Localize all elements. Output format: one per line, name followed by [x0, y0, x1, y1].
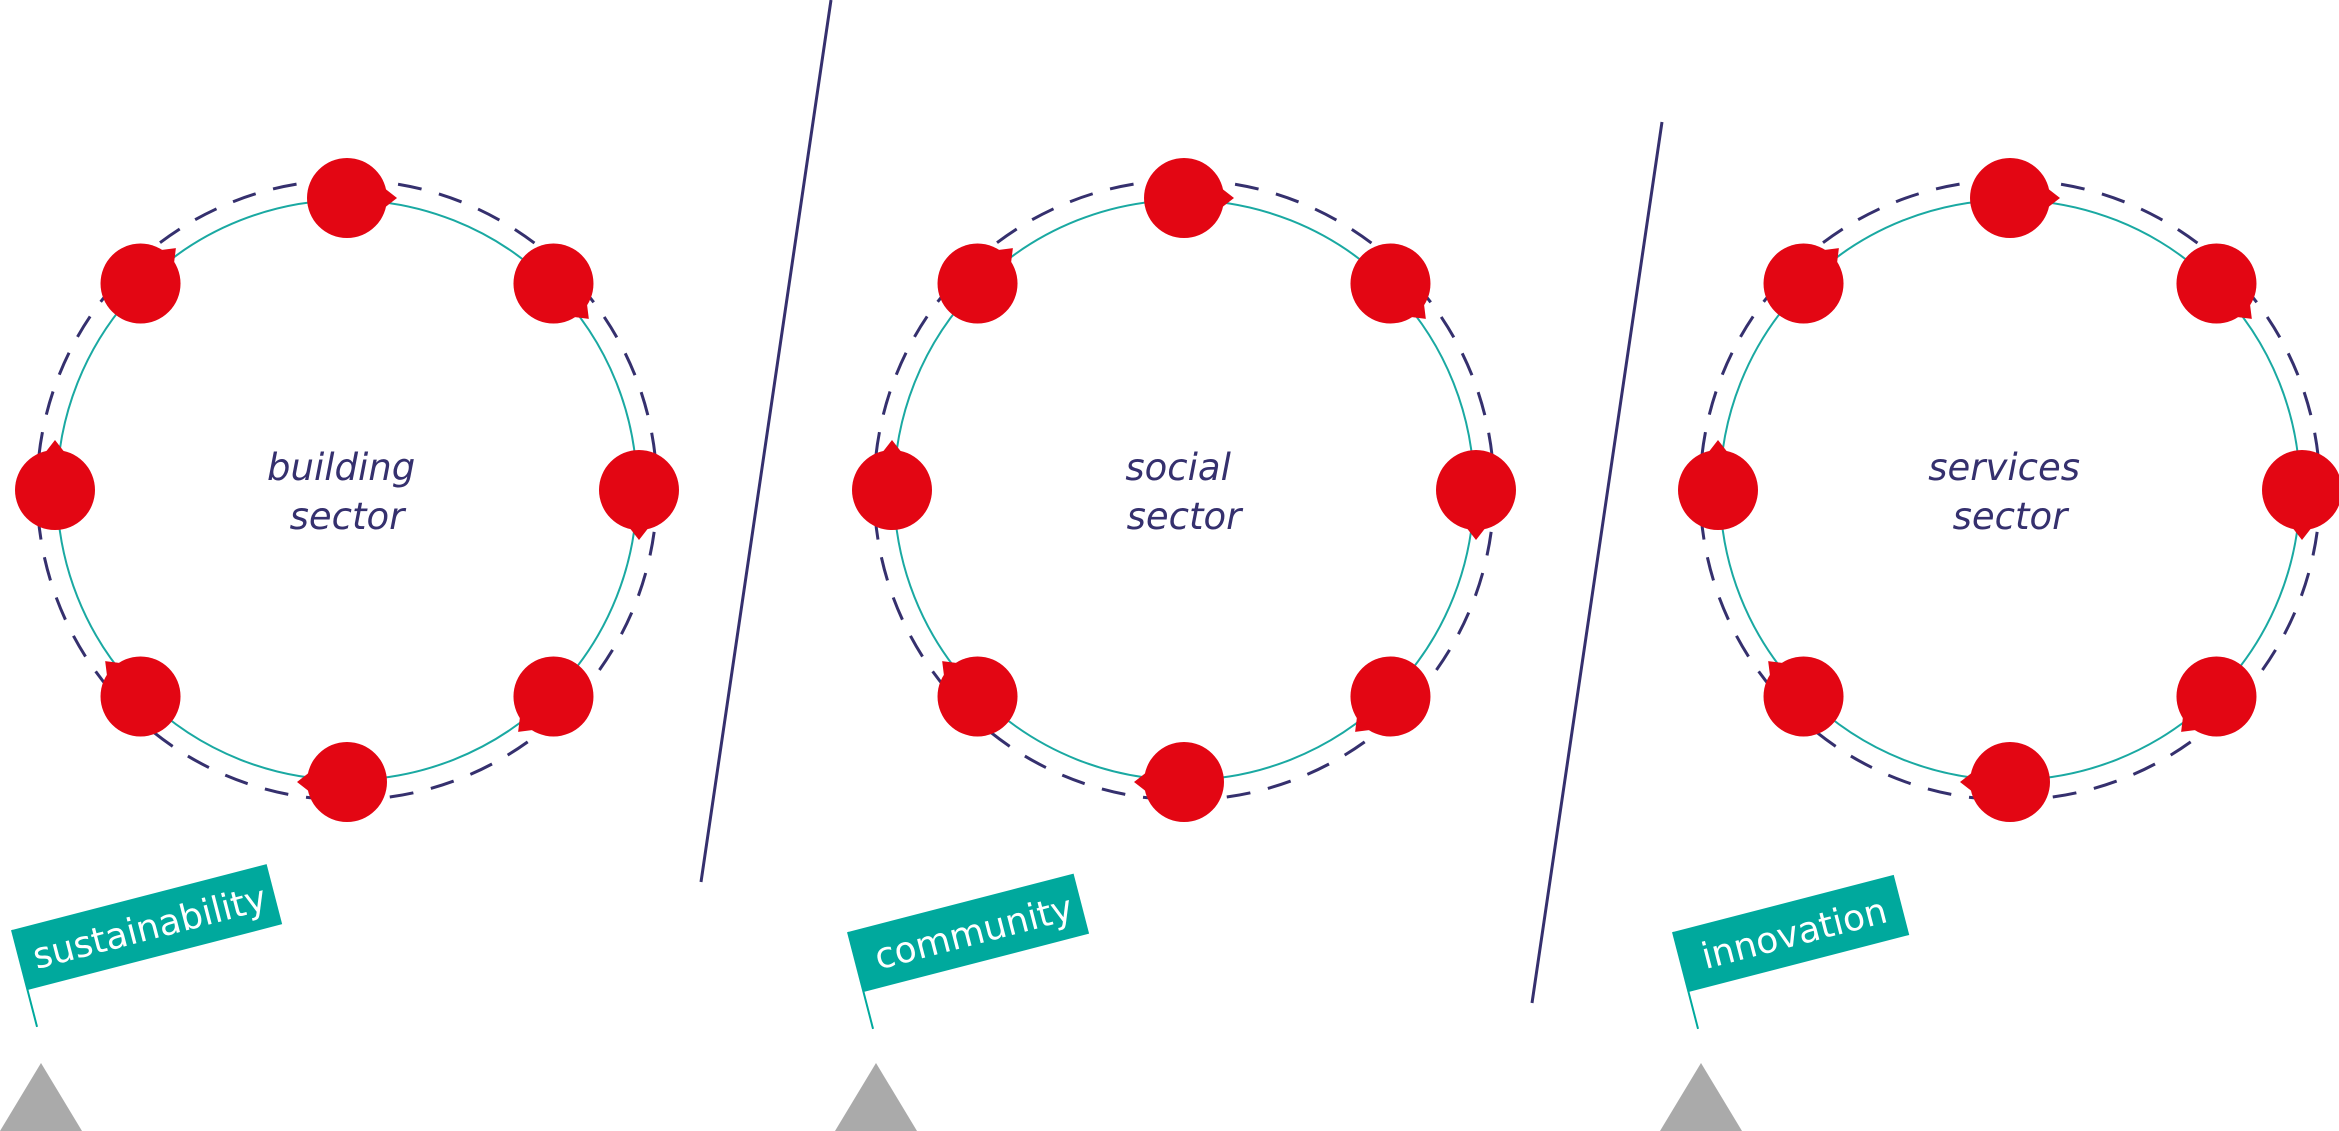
node-group — [15, 158, 679, 822]
divider-line-2 — [1530, 121, 1664, 1004]
node-dot — [1763, 243, 1844, 324]
sector-node — [1970, 158, 2060, 238]
node-dot — [852, 450, 932, 530]
flag-banner — [12, 864, 283, 991]
node-dot — [15, 450, 95, 530]
node-dot — [1350, 243, 1431, 324]
triangle-marker-3 — [1660, 1063, 1742, 1131]
sector-label-line1: building — [267, 446, 415, 489]
sector-node — [1350, 243, 1431, 324]
node-dot — [1678, 450, 1758, 530]
sector-label-line1: social — [1125, 446, 1231, 489]
sector-node — [852, 440, 932, 530]
sector-services: services sector — [1678, 158, 2339, 822]
sector-building: building sector — [15, 158, 679, 822]
sector-node — [2176, 656, 2257, 737]
flag-pole — [1672, 931, 1700, 1030]
flag-banner — [848, 873, 1090, 993]
sector-node — [1134, 742, 1224, 822]
node-dot — [1144, 742, 1224, 822]
sector-node — [307, 158, 397, 238]
node-dot — [2176, 656, 2257, 737]
node-group — [852, 158, 1516, 822]
node-dot — [599, 450, 679, 530]
sector-node — [937, 243, 1018, 324]
flag-community: community — [847, 873, 1090, 1030]
node-dot — [2262, 450, 2339, 530]
sector-node — [513, 243, 594, 324]
sector-node — [1763, 243, 1844, 324]
sector-node — [100, 243, 181, 324]
sector-node — [1144, 158, 1234, 238]
node-dot — [307, 158, 387, 238]
sector-label-line2: sector — [290, 495, 408, 538]
node-dot — [100, 656, 181, 737]
sector-label: services sector — [1928, 446, 2092, 538]
sector-social: social sector — [852, 158, 1516, 822]
sector-label-line2: sector — [1953, 495, 2071, 538]
node-dot — [2176, 243, 2257, 324]
node-dot — [513, 656, 594, 737]
sector-node — [599, 450, 679, 540]
sector-label: social sector — [1125, 446, 1244, 538]
sector-node — [1960, 742, 2050, 822]
node-dot — [937, 243, 1018, 324]
node-dot — [1436, 450, 1516, 530]
triangle-marker-2 — [835, 1063, 917, 1131]
flag-pole — [11, 929, 39, 1028]
flag-innovation: innovation — [1672, 874, 1910, 1030]
sector-node — [1678, 440, 1758, 530]
triangle-marker-1 — [0, 1063, 82, 1131]
flag-pole — [847, 931, 875, 1030]
node-dot — [1763, 656, 1844, 737]
divider-line-1 — [699, 0, 833, 883]
flag-sustainability: sustainability — [11, 864, 283, 1028]
node-dot — [1350, 656, 1431, 737]
sector-node — [15, 440, 95, 530]
sector-node — [937, 656, 1018, 737]
sector-node — [513, 656, 594, 737]
node-group — [1678, 158, 2339, 822]
node-dot — [1970, 158, 2050, 238]
sector-label-line2: sector — [1127, 495, 1245, 538]
node-dot — [1970, 742, 2050, 822]
sector-node — [1436, 450, 1516, 540]
sector-node — [1763, 656, 1844, 737]
sector-label: building sector — [267, 446, 427, 538]
sector-node — [2176, 243, 2257, 324]
sector-node — [297, 742, 387, 822]
sector-node — [100, 656, 181, 737]
sector-label-line1: services — [1928, 446, 2080, 489]
node-dot — [307, 742, 387, 822]
flag-banner — [1673, 874, 1910, 993]
node-dot — [1144, 158, 1224, 238]
sector-node — [1350, 656, 1431, 737]
node-dot — [513, 243, 594, 324]
node-dot — [100, 243, 181, 324]
sector-node — [2262, 450, 2339, 540]
node-dot — [937, 656, 1018, 737]
